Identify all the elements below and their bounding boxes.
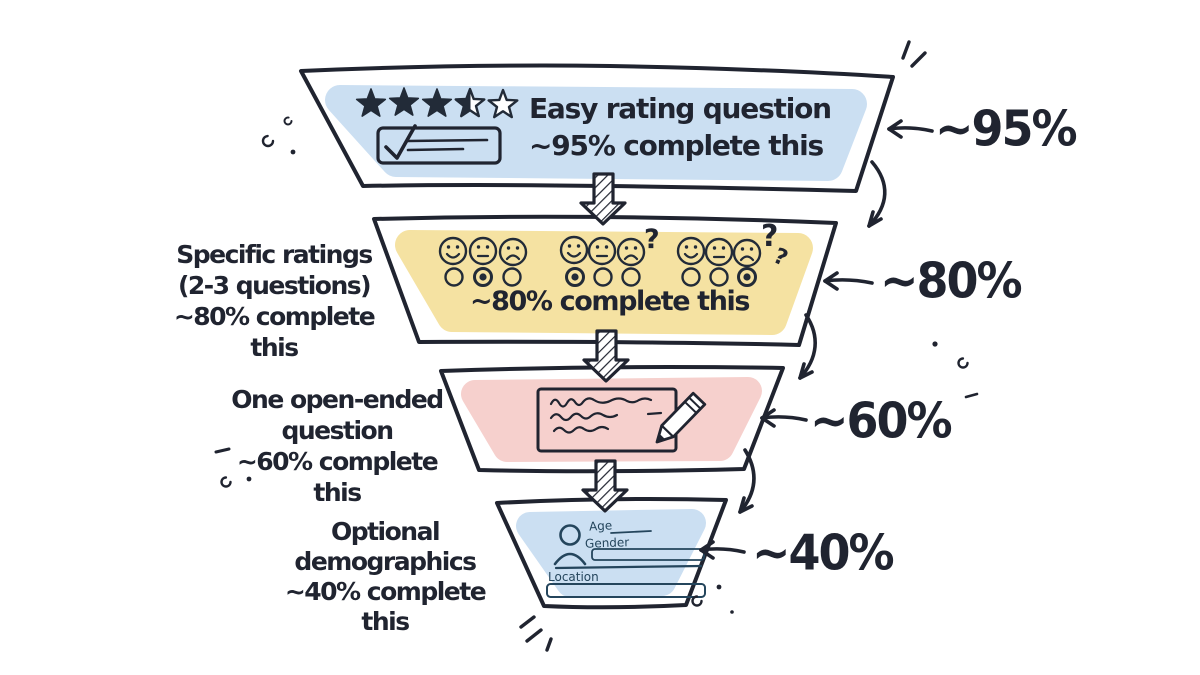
emoji-scale-icon	[438, 235, 762, 287]
location-input-box	[546, 583, 706, 598]
sad-face-icon	[732, 238, 762, 268]
star-empty-icon	[487, 88, 519, 119]
checklist-icon	[376, 124, 502, 165]
star-full-icon	[388, 87, 420, 116]
question-mark: ?	[644, 224, 660, 255]
emphasis-ticks-bottom-left	[519, 615, 553, 652]
tier-2-left-line-2: (2-3 questions)	[177, 271, 372, 300]
tier-2-left-label: Specific ratings (2-3 questions) ~80% co…	[148, 239, 400, 363]
tier-3-left-label: One open-ended question ~60% complete th…	[213, 384, 461, 508]
tier-4-left-line-3: ~40% complete this	[284, 577, 487, 636]
emphasis-ticks-top-right	[901, 40, 927, 68]
callout-95: ~95%	[935, 100, 1078, 158]
doodle-dots-bottom-right	[691, 584, 734, 614]
happy-face-icon	[559, 235, 589, 265]
left-arrow-icon-60	[760, 408, 808, 428]
radio-unselected	[593, 267, 613, 287]
curved-down-arrow-icon	[798, 313, 817, 380]
down-arrow-icon	[582, 329, 630, 383]
doodle-dots-mid-right	[932, 341, 979, 399]
radio-unselected	[681, 267, 701, 287]
radio-unselected	[621, 267, 641, 287]
curved-down-arrow-icon	[738, 448, 756, 514]
tier-3-left-line-1: One open-ended	[231, 385, 444, 414]
down-arrow-icon	[581, 459, 629, 513]
checkmark-icon	[384, 124, 417, 160]
star-rating-icon	[355, 87, 519, 119]
scribble-line	[646, 411, 663, 416]
curved-down-arrow-icon	[867, 160, 887, 228]
callout-40: ~40%	[752, 524, 895, 582]
tier-4-left-label: Optional demographics ~40% complete this	[262, 517, 508, 637]
radio-unselected	[709, 267, 729, 287]
down-arrow-icon	[579, 172, 627, 226]
left-arrow-icon-40	[699, 540, 746, 560]
funnel-shapes	[299, 63, 895, 610]
scribble-line	[549, 412, 619, 422]
neutral-face-icon	[704, 237, 734, 267]
star-half-icon	[454, 87, 486, 118]
form-divider-line	[554, 564, 703, 570]
sad-face-icon	[498, 237, 528, 267]
star-full-icon	[355, 88, 387, 117]
tier-1-outline	[299, 63, 895, 193]
radio-selected	[737, 267, 757, 287]
doodle-dots-left-bottom	[214, 447, 252, 488]
demographics-form-icon	[546, 530, 706, 598]
scribble-line	[552, 425, 610, 434]
tier-2-outline	[372, 214, 838, 347]
sad-face-icon	[616, 237, 646, 267]
doodles	[214, 40, 979, 652]
tier-1-title: Easy rating question	[529, 92, 832, 125]
pencil-icon	[655, 391, 707, 444]
callout-80: ~80%	[880, 252, 1023, 310]
radio-selected	[565, 267, 585, 287]
happy-face-icon	[676, 236, 706, 266]
question-mark: ?	[761, 219, 778, 254]
radio-selected	[473, 267, 493, 287]
callout-arrows	[699, 119, 934, 560]
tier-2-left-line-1: Specific ratings	[176, 240, 373, 269]
happy-face-icon	[438, 236, 468, 266]
star-full-icon	[421, 88, 453, 117]
tier-3-left-line-2: question	[281, 416, 394, 445]
neutral-face-icon	[468, 236, 498, 266]
scribble-line	[549, 397, 653, 408]
doodle-circles-left	[261, 116, 296, 155]
age-field-label: Age	[588, 518, 613, 534]
person-icon	[553, 524, 587, 566]
tier-2-left-line-3: ~80% complete this	[173, 302, 376, 362]
left-arrow-icon-80	[823, 271, 874, 291]
neutral-face-icon	[587, 236, 617, 266]
tier-2-completion: ~80% complete this	[469, 286, 751, 317]
tier-4-left-line-1: Optional	[330, 517, 441, 546]
radio-unselected	[502, 267, 522, 287]
tier-1-completion: ~95% complete this	[529, 129, 824, 162]
location-field-label: Location	[548, 570, 599, 584]
tier-3-outline	[439, 365, 785, 474]
gender-field-label: Gender	[584, 535, 630, 551]
gender-input-box	[591, 548, 705, 561]
age-input-line	[610, 530, 652, 534]
left-arrow-icon-95	[887, 119, 934, 139]
tier-4-outline	[495, 497, 728, 610]
tier-3-left-line-3: ~60% complete this	[236, 447, 439, 507]
callout-60: ~60%	[810, 392, 953, 450]
funnel-flow-arrows	[579, 172, 630, 513]
radio-unselected	[444, 267, 464, 287]
tier-4-left-line-2: demographics	[294, 547, 477, 576]
